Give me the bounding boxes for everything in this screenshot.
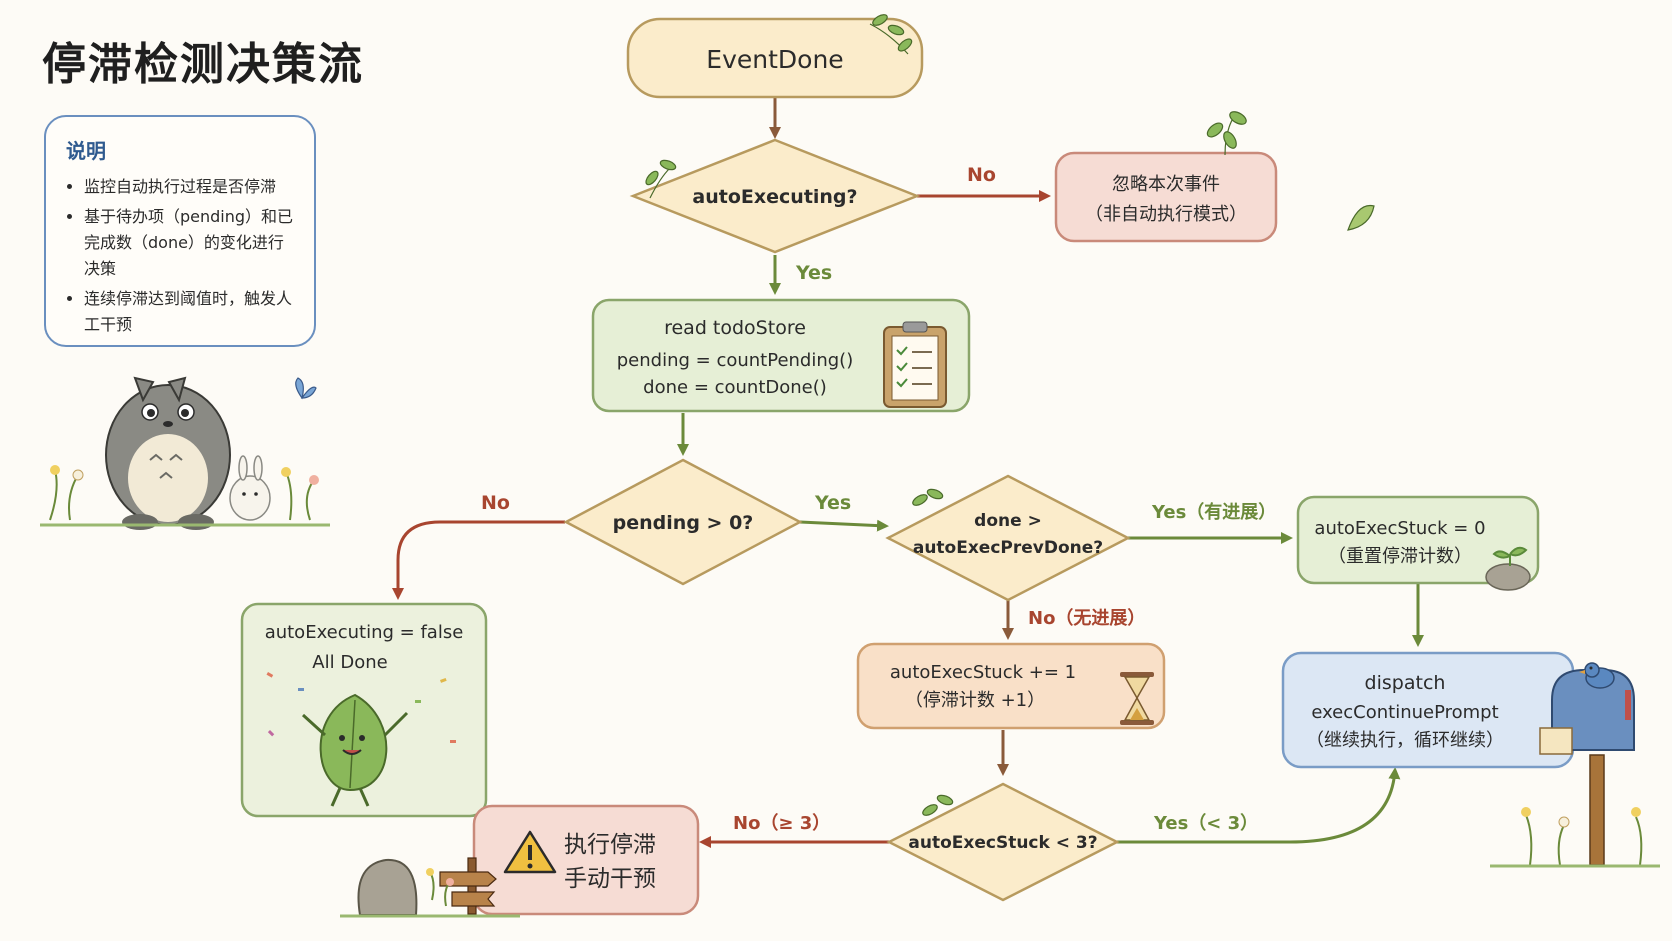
node-inc-line1: autoExecStuck += 1 — [890, 662, 1076, 683]
node-manual-line1: 执行停滞 — [564, 832, 656, 858]
page-title: 停滞检测决策流 — [42, 39, 364, 90]
node-done-decision: done > autoExecPrevDone? — [885, 474, 1131, 602]
edge-label-pending-no: No — [481, 492, 510, 514]
arrow-pending-yes — [799, 519, 889, 532]
arrow-stuck-yes — [1117, 767, 1401, 844]
decorations — [40, 14, 1660, 918]
node-reset-line2: （重置停滞计数） — [1328, 546, 1472, 567]
node-ignore-line1: 忽略本次事件 — [1112, 174, 1220, 195]
edges — [392, 98, 1424, 848]
node-ignore-event: 忽略本次事件 （非自动执行模式） — [1054, 151, 1278, 243]
meadow-flowers — [40, 465, 330, 527]
node-manual-intervention: 执行停滞 手动干预 — [472, 804, 700, 916]
leaf-sprig-icon — [922, 794, 954, 816]
totoro-icon — [105, 376, 231, 530]
node-reset-line1: autoExecStuck = 0 — [1314, 518, 1485, 539]
rock-icon — [357, 858, 418, 916]
hourglass-icon — [1120, 672, 1154, 725]
node-all-done-line2: All Done — [312, 652, 387, 673]
node-event-done-label: EventDone — [706, 45, 843, 74]
node-dispatch-line1: dispatch — [1365, 672, 1446, 694]
edge-label-pending-yes: Yes — [814, 492, 851, 514]
node-inc-line2: （停滞计数 +1） — [905, 690, 1045, 711]
node-reset-stuck: autoExecStuck = 0 （重置停滞计数） — [1296, 495, 1540, 591]
leaf-sprig-icon — [645, 159, 677, 199]
bird-icon — [1579, 662, 1615, 689]
node-pending-label: pending > 0? — [613, 512, 754, 534]
node-done-line2: autoExecPrevDone? — [913, 538, 1103, 558]
edge-label-auto-no: No — [967, 164, 996, 186]
confetti — [266, 672, 456, 743]
warning-icon — [503, 830, 557, 874]
node-auto-executing-decision: autoExecuting? — [629, 138, 921, 254]
node-all-done: autoExecuting = false All Done — [240, 602, 488, 818]
legend-item: 监控自动执行过程是否停滞 — [84, 174, 294, 200]
stone-icon — [1485, 563, 1531, 591]
node-manual-line2: 手动干预 — [564, 866, 656, 892]
legend-heading: 说明 — [66, 139, 106, 163]
edge-label-stuck-no: No（≥ 3） — [733, 813, 830, 834]
edge-label-auto-yes: Yes — [795, 262, 832, 284]
node-stuck-label: autoExecStuck < 3? — [908, 833, 1097, 853]
leaf-sprig-icon — [912, 488, 944, 506]
leaf-icon — [301, 693, 409, 807]
bunny-icon — [229, 455, 271, 521]
arrow-pending-no — [392, 520, 565, 600]
node-read-todostore: read todoStore pending = countPending() … — [591, 298, 971, 413]
node-auto-executing-label: autoExecuting? — [692, 186, 857, 208]
clipboard-icon — [883, 321, 947, 408]
edge-label-done-yes: Yes（有进展） — [1151, 501, 1276, 523]
signpost-icon — [439, 857, 497, 915]
edge-label-done-no: No（无进展） — [1028, 608, 1145, 629]
falling-leaf-icon — [1347, 204, 1375, 231]
legend-item: 基于待办项（pending）和已完成数（done）的变化进行决策 — [84, 204, 294, 282]
meadow-flowers — [1490, 807, 1660, 868]
node-all-done-line1: autoExecuting = false — [265, 622, 464, 643]
leaf-sprig-icon — [1206, 111, 1247, 156]
butterfly-icon — [295, 377, 317, 400]
node-pending-decision: pending > 0? — [563, 458, 803, 586]
node-done-line1: done > — [974, 511, 1042, 531]
node-dispatch-line3: （继续执行，循环继续） — [1306, 730, 1504, 751]
node-read-line2: pending = countPending() — [617, 350, 853, 371]
edge-label-stuck-yes: Yes（< 3） — [1153, 813, 1258, 834]
node-dispatch: dispatch execContinuePrompt （继续执行，循环继续） — [1281, 651, 1575, 769]
node-ignore-line2: （非自动执行模式） — [1085, 204, 1247, 225]
meadow-flowers — [340, 868, 520, 918]
legend-item: 连续停滞达到阈值时，触发人工干预 — [84, 286, 294, 338]
node-event-done: EventDone — [626, 17, 924, 99]
node-dispatch-line2: execContinuePrompt — [1311, 702, 1498, 723]
node-stuck-decision: autoExecStuck < 3? — [886, 782, 1120, 902]
node-read-line1: read todoStore — [664, 317, 806, 339]
node-read-line3: done = countDone() — [643, 377, 827, 398]
edge-labels: No Yes No Yes Yes（有进展） No（无进展） No（≥ 3） Y… — [481, 164, 1276, 834]
leaf-sprig-icon — [869, 14, 913, 55]
node-inc-stuck: autoExecStuck += 1 （停滞计数 +1） — [856, 642, 1166, 730]
sprout-icon — [1492, 546, 1528, 566]
legend-list: 监控自动执行过程是否停滞 基于待办项（pending）和已完成数（done）的变… — [66, 174, 294, 338]
legend-box: 说明 监控自动执行过程是否停滞 基于待办项（pending）和已完成数（done… — [44, 115, 316, 347]
